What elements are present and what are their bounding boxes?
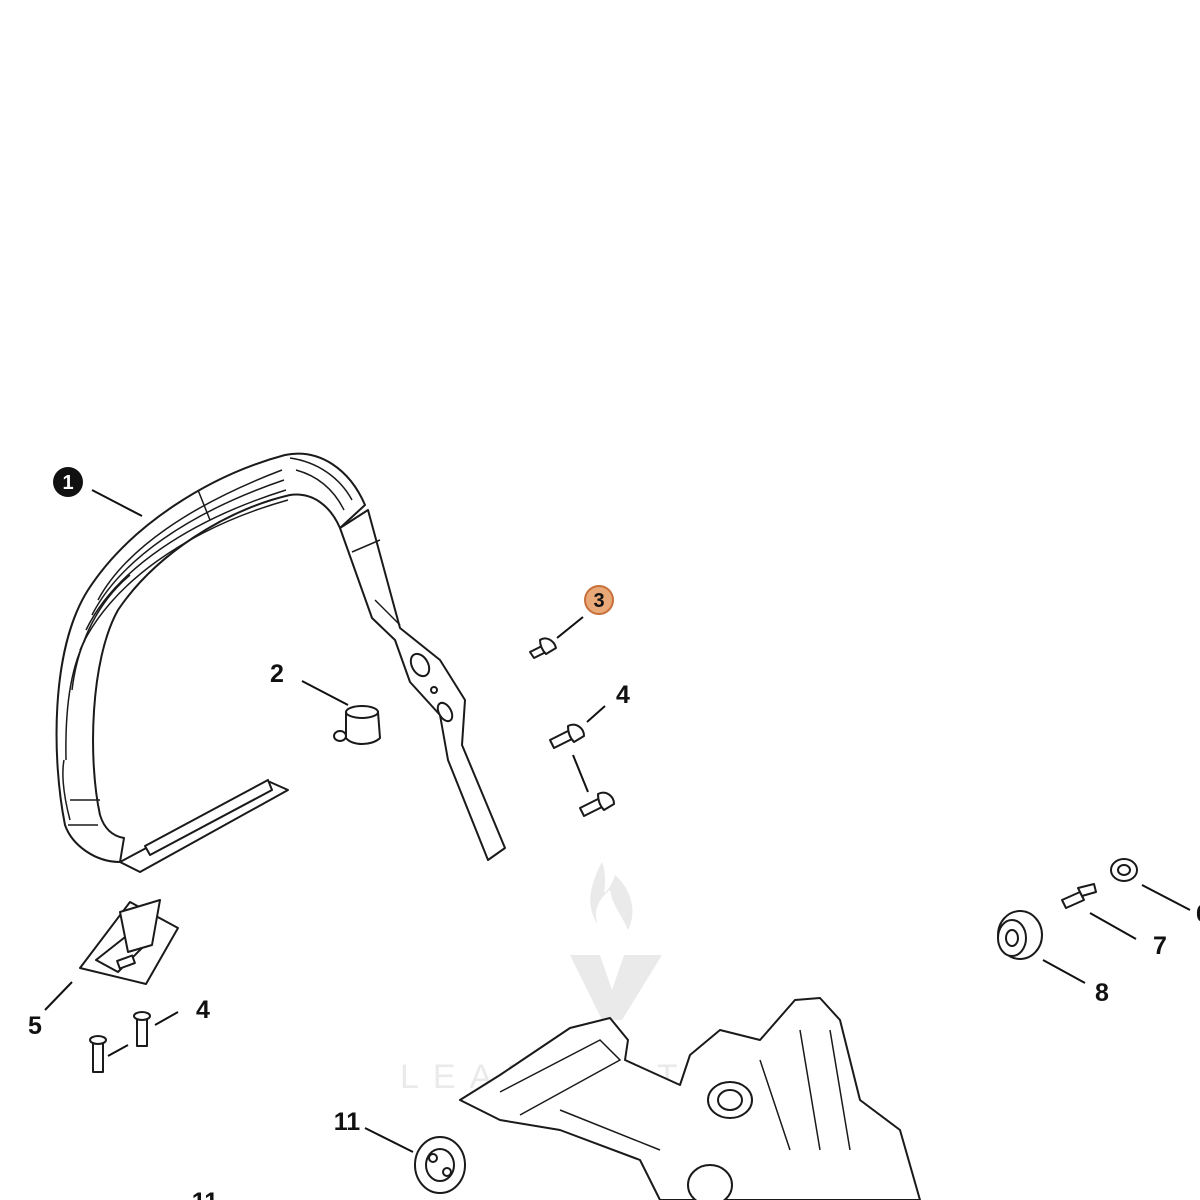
leader-lines (44, 489, 1191, 1153)
svg-text:3: 3 (593, 590, 604, 612)
watermark-flame-icon (590, 862, 633, 930)
callout-1[interactable]: 1 (53, 467, 83, 497)
housing-part[interactable] (459, 997, 921, 1200)
av-buffer-part[interactable] (414, 1136, 466, 1194)
annular-buffer-part[interactable] (997, 910, 1043, 960)
callout-4-left[interactable]: 4 (196, 996, 210, 1024)
screw-part-4-left-a[interactable] (89, 1035, 107, 1073)
callout-2[interactable]: 2 (270, 660, 284, 688)
screw-part-4-lower[interactable] (579, 791, 615, 817)
callout-6[interactable]: 6 (1196, 900, 1200, 928)
watermark-v-icon (570, 955, 662, 1020)
buffer-part[interactable] (333, 705, 381, 745)
screw-part-3[interactable] (529, 637, 557, 659)
bracket-plate-part[interactable] (79, 899, 179, 985)
screw-part-4-left-b[interactable] (133, 1011, 151, 1047)
callout-4-right[interactable]: 4 (616, 681, 630, 709)
callout-7[interactable]: 7 (1153, 932, 1167, 960)
callout-3-highlighted[interactable]: 3 (584, 585, 614, 615)
callout-11-upper[interactable]: 11 (334, 1108, 361, 1136)
callout-5[interactable]: 5 (28, 1012, 42, 1040)
screw-part-4-upper[interactable] (549, 723, 585, 749)
callout-11-lower[interactable]: 11 (192, 1188, 219, 1200)
pin-part[interactable] (1061, 883, 1097, 909)
svg-text:1: 1 (62, 472, 73, 494)
callout-8[interactable]: 8 (1095, 979, 1109, 1007)
handle-bar-part[interactable] (55, 452, 506, 873)
washer-part[interactable] (1110, 858, 1138, 882)
